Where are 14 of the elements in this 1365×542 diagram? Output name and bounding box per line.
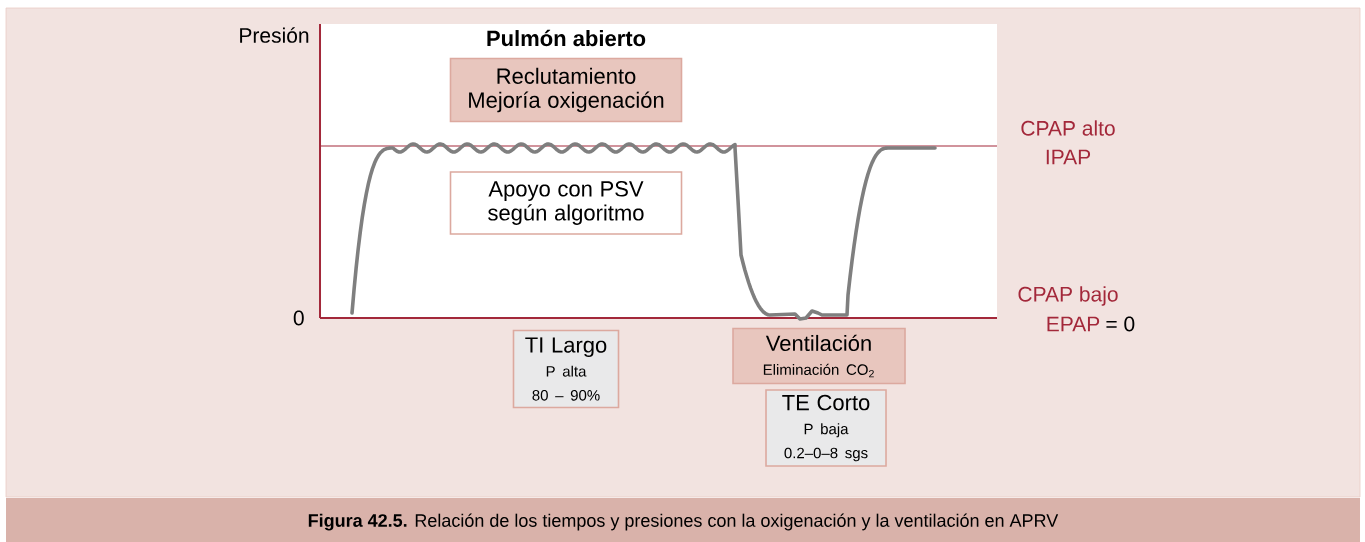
level-label: CPAP bajo	[1018, 286, 1118, 306]
caption-band: Figura 42.5. Relación de los tiempos y presiones con la oxigenación y la ventilación en APRV	[6, 498, 1360, 542]
level-label: CPAP alto	[1021, 120, 1115, 136]
level-label: IPAP	[1046, 149, 1091, 165]
text-box: Ventilación Eliminación CO$_{2}$	[732, 327, 906, 385]
text-box: Apoyo con PSV según algoritmo	[449, 171, 683, 235]
level-label: = 0	[1106, 316, 1135, 332]
level-label: EPAP	[1047, 316, 1100, 332]
text-box: Reclutamiento Mejoría oxigenación	[449, 57, 683, 123]
text-box: TI Largo P alta 80 – 90%	[512, 329, 620, 409]
text-box: TE Corto P baja 0.2–0–8 sgs	[765, 389, 887, 467]
axis-label: Presión	[240, 27, 309, 43]
chart-title: Pulmón abierto	[487, 29, 646, 47]
axis-label: 0	[293, 310, 304, 326]
